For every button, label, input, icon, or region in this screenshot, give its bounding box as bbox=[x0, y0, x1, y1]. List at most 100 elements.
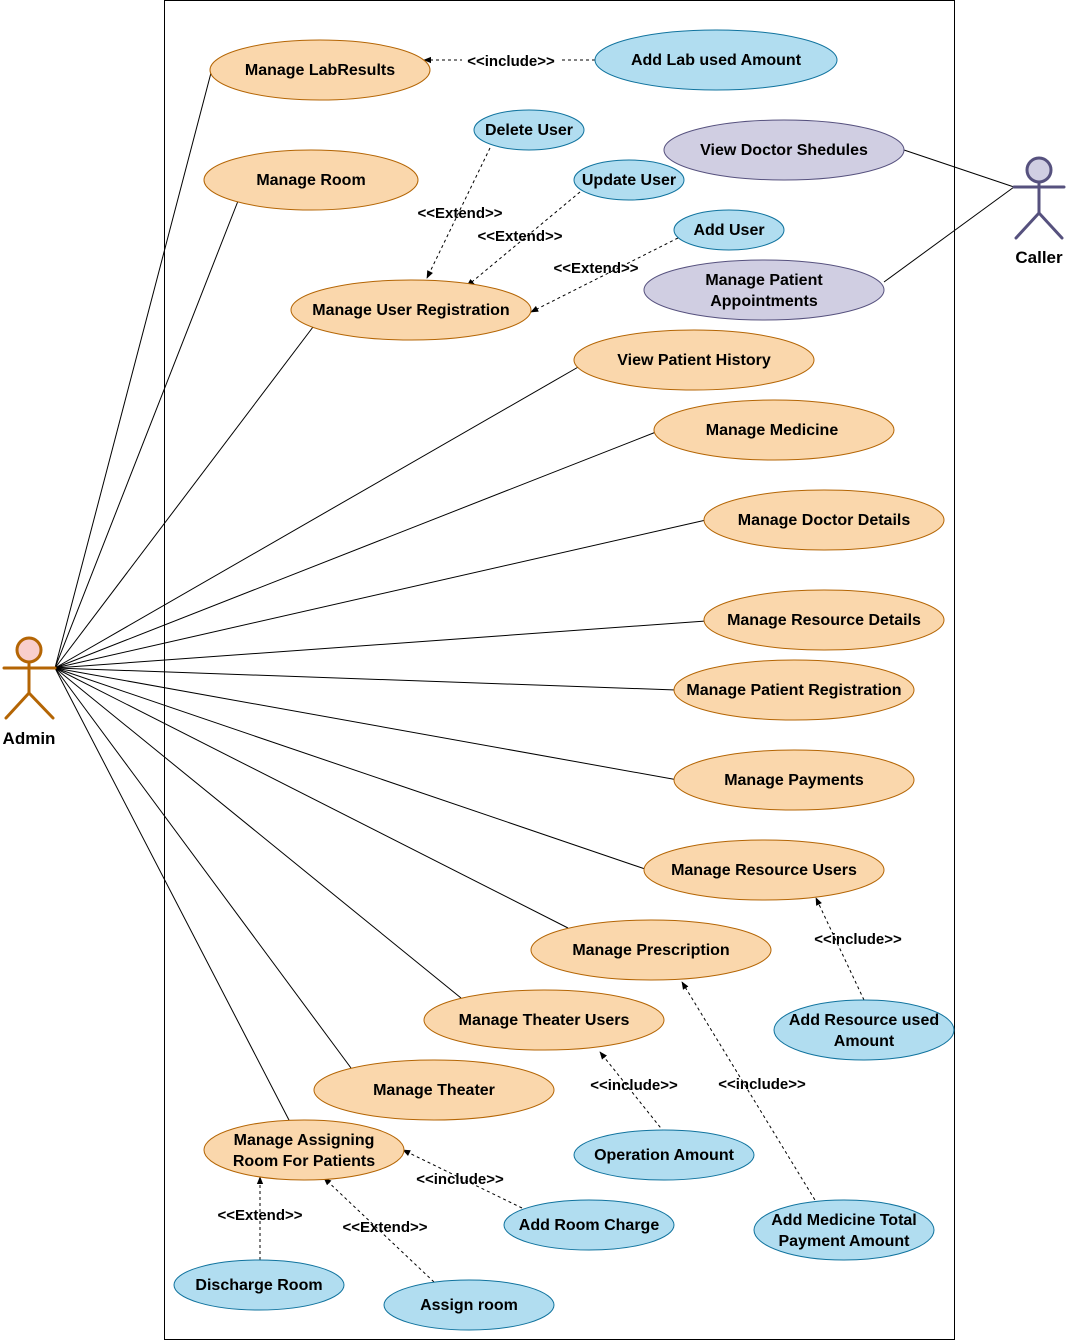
assoc-manage-room bbox=[54, 200, 239, 669]
use-case-labels: Manage LabResults Add Lab used Amount De… bbox=[195, 52, 939, 1314]
uc-manage-user-registration[interactable] bbox=[290, 279, 532, 341]
include-label-resource: <<include>> bbox=[814, 931, 902, 948]
include-label-operation: <<include>> bbox=[590, 1077, 678, 1094]
admin-actor[interactable] bbox=[2, 636, 57, 720]
relationship-labels: <<include>> <<Extend>> <<Extend>> <<Exte… bbox=[217, 50, 902, 1236]
label-manage-user-registration: Manage User Registration bbox=[312, 302, 509, 319]
uc-manage-theater-users[interactable] bbox=[423, 989, 665, 1051]
label-manage-resource-details: Manage Resource Details bbox=[727, 612, 921, 629]
uc-manage-theater[interactable] bbox=[313, 1059, 555, 1121]
uc-manage-patient-registration[interactable] bbox=[673, 659, 915, 721]
caller-use-cases bbox=[643, 119, 905, 321]
label-add-room-charge: Add Room Charge bbox=[519, 1217, 660, 1234]
admin-associations bbox=[54, 68, 707, 1123]
extend-label-add-user: <<Extend>> bbox=[553, 260, 638, 277]
label-update-user: Update User bbox=[582, 172, 676, 189]
include-medicine-total-arrow bbox=[681, 981, 819, 1206]
label-add-lab-used-amount: Add Lab used Amount bbox=[631, 52, 802, 69]
uc-view-doctor-shedules[interactable] bbox=[663, 119, 905, 181]
assoc-manage-assigning-room bbox=[54, 667, 291, 1123]
assoc-manage-theater bbox=[54, 667, 352, 1069]
label-view-patient-history: View Patient History bbox=[617, 352, 771, 369]
label-add-medicine-total-1: Add Medicine Total bbox=[771, 1212, 916, 1229]
label-manage-prescription: Manage Prescription bbox=[572, 942, 729, 959]
label-add-resource-used-amount-2: Amount bbox=[834, 1033, 895, 1050]
label-manage-payments: Manage Payments bbox=[724, 772, 864, 789]
assoc-manage-patient-appointments bbox=[883, 186, 1015, 283]
include-room-charge-arrow bbox=[402, 1149, 523, 1209]
uc-add-lab-used-amount[interactable] bbox=[594, 29, 838, 91]
include-resource-arrow bbox=[815, 897, 865, 1001]
label-manage-patient-appointments-2: Appointments bbox=[710, 293, 818, 310]
uc-manage-patient-appointments[interactable] bbox=[643, 259, 885, 321]
label-manage-theater-users: Manage Theater Users bbox=[459, 1012, 630, 1029]
assoc-manage-resource-details bbox=[54, 620, 707, 669]
label-add-user: Add User bbox=[693, 222, 764, 239]
uc-assign-room[interactable] bbox=[383, 1279, 555, 1331]
uc-manage-payments[interactable] bbox=[673, 749, 915, 811]
assoc-manage-payments bbox=[54, 667, 679, 781]
include-label-medicine-total: <<include>> bbox=[718, 1076, 806, 1093]
assoc-manage-theater-users bbox=[54, 667, 462, 999]
label-assign-room: Assign room bbox=[420, 1297, 518, 1314]
assoc-manage-medicine bbox=[54, 431, 657, 669]
label-view-doctor-shedules: View Doctor Shedules bbox=[700, 142, 868, 159]
extend-label-delete-user: <<Extend>> bbox=[417, 205, 502, 222]
label-discharge-room: Discharge Room bbox=[195, 1277, 322, 1294]
label-delete-user: Delete User bbox=[485, 122, 573, 139]
uc-manage-resource-users[interactable] bbox=[643, 839, 885, 901]
uc-add-room-charge[interactable] bbox=[503, 1199, 675, 1251]
label-manage-patient-appointments-1: Manage Patient bbox=[705, 272, 823, 289]
caller-actor[interactable] bbox=[1012, 156, 1066, 240]
caller-label: Caller bbox=[1015, 248, 1063, 267]
extend-assign-room-arrow bbox=[323, 1177, 435, 1283]
assoc-manage-doctor-details bbox=[54, 519, 707, 669]
assoc-manage-labresults bbox=[54, 68, 213, 669]
uc-delete-user[interactable] bbox=[473, 109, 585, 151]
caller-associations bbox=[883, 149, 1015, 283]
assoc-manage-user-registration bbox=[54, 326, 314, 669]
assoc-view-patient-history bbox=[54, 365, 581, 669]
uc-manage-prescription[interactable] bbox=[530, 919, 772, 981]
extend-label-update-user: <<Extend>> bbox=[477, 228, 562, 245]
extend-label-assign-room: <<Extend>> bbox=[342, 1219, 427, 1236]
assoc-manage-patient-registration bbox=[54, 667, 677, 691]
include-label-lab: <<include>> bbox=[467, 53, 555, 70]
uc-manage-doctor-details[interactable] bbox=[703, 489, 945, 551]
label-add-medicine-total-2: Payment Amount bbox=[779, 1233, 911, 1250]
extend-label-discharge: <<Extend>> bbox=[217, 1207, 302, 1224]
dependency-arrows bbox=[256, 56, 865, 1283]
label-manage-assigning-room-2: Room For Patients bbox=[233, 1153, 375, 1170]
uc-manage-medicine[interactable] bbox=[653, 399, 895, 461]
label-manage-resource-users: Manage Resource Users bbox=[671, 862, 857, 879]
admin-use-cases bbox=[203, 39, 945, 1181]
label-manage-room: Manage Room bbox=[256, 172, 365, 189]
uc-manage-labresults[interactable] bbox=[209, 39, 431, 101]
uc-view-patient-history[interactable] bbox=[573, 329, 815, 391]
uc-manage-resource-details[interactable] bbox=[703, 589, 945, 651]
uc-manage-room[interactable] bbox=[203, 149, 419, 211]
uc-manage-assigning-room[interactable] bbox=[203, 1119, 405, 1181]
admin-head bbox=[15, 636, 43, 664]
label-manage-patient-registration: Manage Patient Registration bbox=[686, 682, 901, 699]
uc-operation-amount[interactable] bbox=[573, 1129, 755, 1181]
label-manage-theater: Manage Theater bbox=[373, 1082, 495, 1099]
label-operation-amount: Operation Amount bbox=[594, 1147, 735, 1164]
include-label-room-charge: <<include>> bbox=[416, 1171, 504, 1188]
label-manage-medicine: Manage Medicine bbox=[706, 422, 839, 439]
admin-label: Admin bbox=[3, 729, 56, 748]
assoc-manage-prescription bbox=[54, 667, 569, 929]
uc-add-resource-used-amount[interactable] bbox=[773, 999, 955, 1061]
assoc-manage-resource-users bbox=[54, 667, 649, 871]
uc-update-user[interactable] bbox=[573, 159, 685, 201]
helper-use-cases bbox=[173, 29, 955, 1331]
uc-add-medicine-total-payment-amount[interactable] bbox=[753, 1199, 935, 1261]
label-manage-assigning-room-1: Manage Assigning bbox=[234, 1132, 375, 1149]
caller-head bbox=[1025, 156, 1053, 184]
uc-discharge-room[interactable] bbox=[173, 1259, 345, 1311]
uc-add-user[interactable] bbox=[673, 209, 785, 251]
include-operation-arrow bbox=[599, 1051, 665, 1133]
extend-update-user-arrow bbox=[466, 191, 581, 287]
label-manage-doctor-details: Manage Doctor Details bbox=[738, 512, 911, 529]
